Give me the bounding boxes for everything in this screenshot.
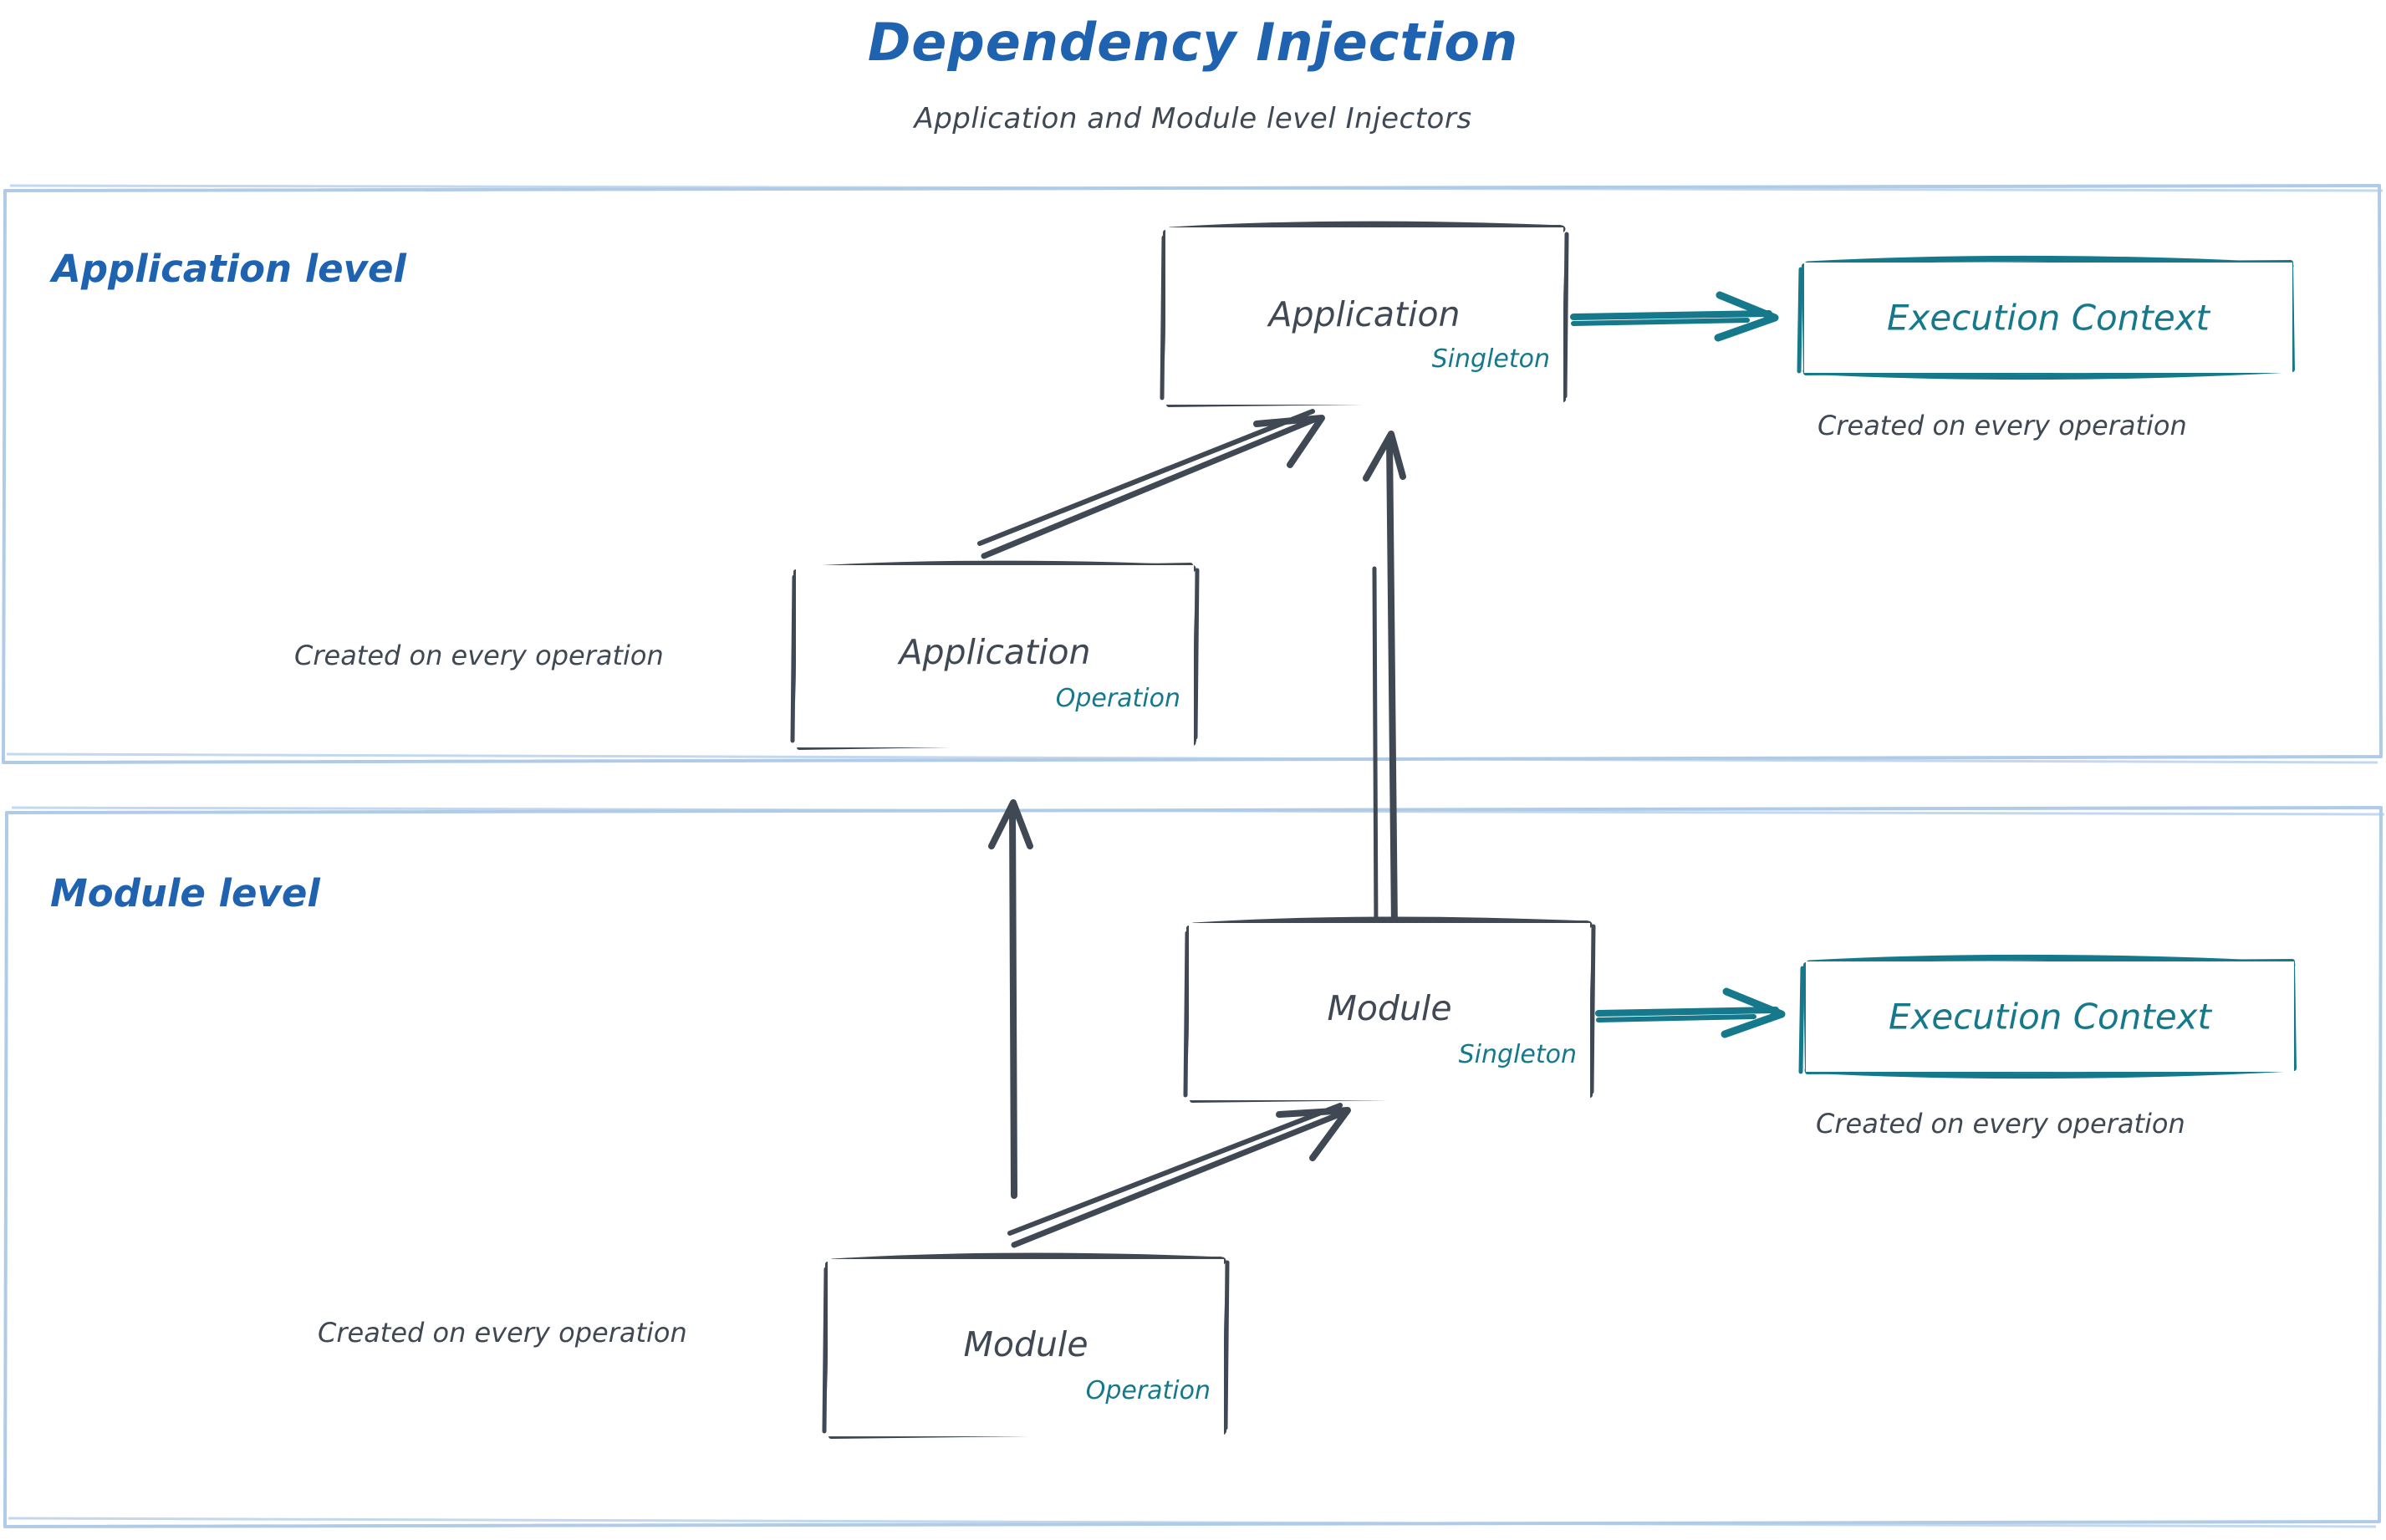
node-module-operation[interactable]: Module Operation	[828, 1259, 1224, 1436]
node-application-operation-title: Application	[899, 632, 1091, 672]
caption-execution-context-application: Created on every operation	[1818, 410, 2187, 441]
node-application-singleton-title: Application	[1268, 294, 1461, 334]
node-execution-context-module[interactable]: Execution Context	[1806, 961, 2294, 1072]
lane-title-application-level: Application level	[52, 247, 406, 291]
lane-module-level	[3, 806, 2385, 1528]
arrow-module-lane-to-application-operation	[988, 799, 1033, 1199]
node-execution-context-module-label: Execution Context	[1888, 996, 2212, 1038]
node-application-operation-scope: Operation	[1055, 684, 1180, 713]
node-application-singleton[interactable]: Application Singleton	[1165, 227, 1563, 405]
arrow-module-to-execution-context	[1595, 987, 1786, 1038]
node-module-operation-scope: Operation	[1085, 1376, 1211, 1405]
lane-title-module-level: Module level	[50, 871, 320, 915]
caption-application-operation: Created on every operation	[294, 640, 664, 671]
arrow-module-singleton-to-application-singleton	[1363, 431, 1406, 936]
node-application-singleton-scope: Singleton	[1431, 344, 1550, 374]
arrow-application-operation-to-singleton	[977, 409, 1325, 559]
node-module-singleton[interactable]: Module Singleton	[1189, 923, 1590, 1100]
caption-execution-context-module: Created on every operation	[1816, 1108, 2185, 1140]
node-module-operation-title: Module	[963, 1324, 1088, 1364]
node-application-operation[interactable]: Application Operation	[796, 565, 1194, 747]
lane-application-level	[2, 184, 2383, 764]
arrow-application-to-execution-context	[1570, 291, 1779, 342]
node-module-singleton-scope: Singleton	[1458, 1040, 1577, 1069]
node-module-singleton-title: Module	[1327, 988, 1452, 1028]
arrow-module-operation-to-singleton	[1007, 1103, 1351, 1248]
node-execution-context-application-label: Execution Context	[1886, 297, 2210, 339]
page-title: Dependency Injection	[867, 12, 1519, 73]
node-execution-context-application[interactable]: Execution Context	[1804, 263, 2292, 373]
caption-module-operation: Created on every operation	[318, 1317, 687, 1349]
page-subtitle: Application and Module level Injectors	[914, 102, 1472, 135]
